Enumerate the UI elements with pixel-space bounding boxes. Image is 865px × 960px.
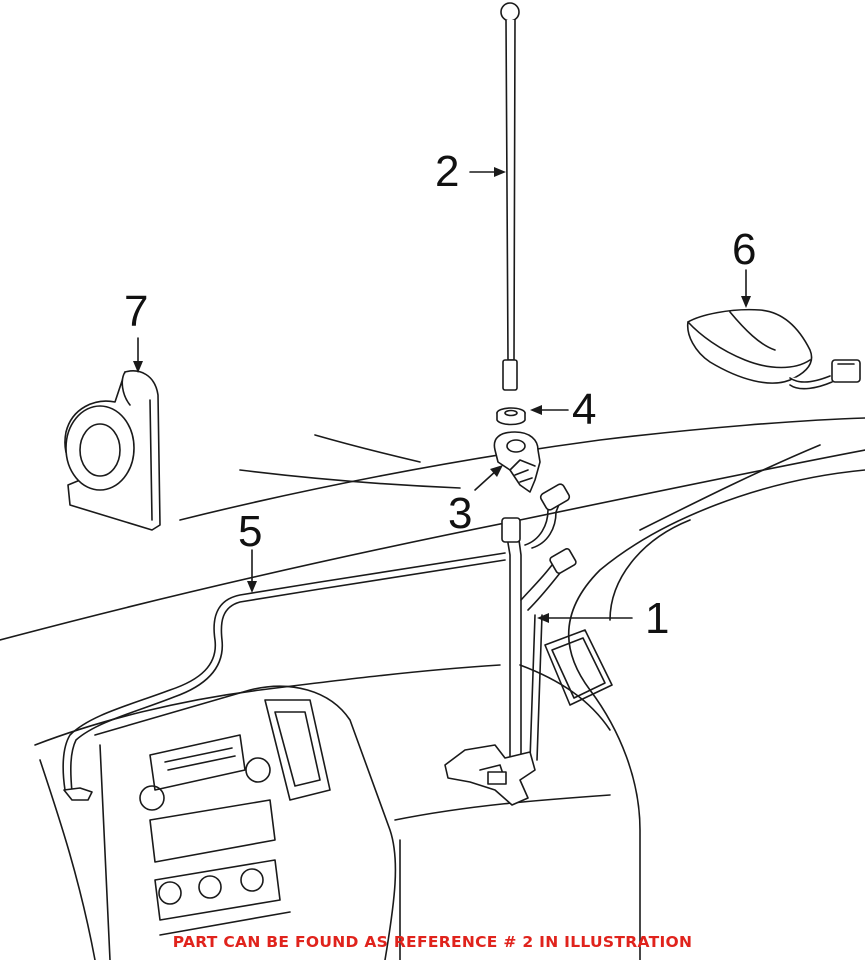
antenna-mast: [500, 2, 520, 391]
dashboard-outline: [0, 417, 865, 960]
antenna-nut: [496, 407, 526, 426]
callout-1: 1: [645, 594, 670, 643]
reference-note: PART CAN BE FOUND AS REFERENCE # 2 IN IL…: [172, 933, 693, 951]
antenna-base-bracket: [493, 431, 541, 493]
callout-6: 6: [732, 225, 757, 274]
callout-7: 7: [124, 287, 149, 336]
arrow-heads: [133, 167, 751, 623]
shark-fin-antenna: [686, 308, 861, 390]
horn: [64, 370, 161, 531]
extension-cable: [62, 552, 506, 801]
callout-4: 4: [572, 385, 597, 434]
leader-arrows: [137, 171, 747, 619]
antenna-cable: [444, 483, 577, 806]
callout-2: 2: [435, 147, 460, 196]
callout-3: 3: [448, 489, 473, 538]
callout-5: 5: [238, 507, 263, 556]
